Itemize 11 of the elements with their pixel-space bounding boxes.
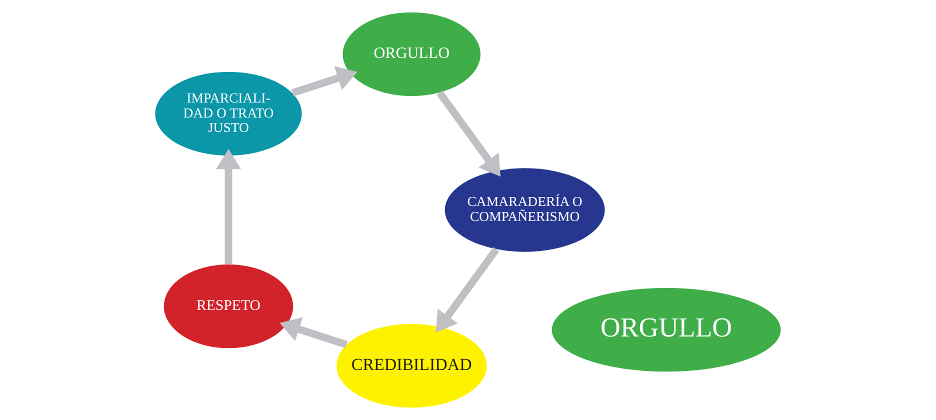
node-ellipse: RESPETO bbox=[164, 264, 294, 348]
node-ellipse: ORGULLO bbox=[552, 288, 781, 372]
arrow bbox=[216, 148, 241, 264]
node-ellipse: CREDIBILIDAD bbox=[336, 324, 487, 408]
arrow bbox=[280, 317, 348, 348]
node-ellipse: ORGULLO bbox=[342, 12, 481, 96]
arrow bbox=[436, 247, 500, 332]
node-ellipse: IMPARCIALI- DAD O TRATO JUSTO bbox=[155, 72, 302, 156]
arrow bbox=[436, 90, 501, 177]
arrow bbox=[291, 66, 358, 96]
node-ellipse: CAMARADERÍA O COMPAÑERISMO bbox=[444, 168, 605, 252]
